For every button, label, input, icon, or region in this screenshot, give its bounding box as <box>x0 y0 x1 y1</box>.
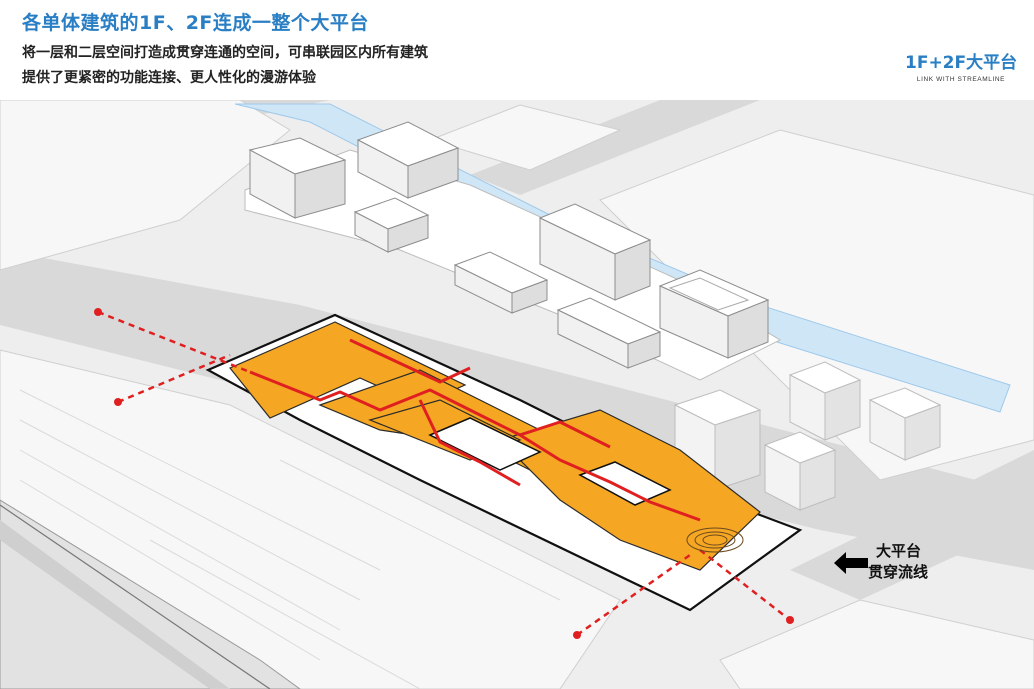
building-b <box>356 121 460 199</box>
building-e <box>538 203 652 301</box>
building-a <box>248 137 347 219</box>
badge-subtitle: LINK WITH STREAMLINE <box>916 76 1006 83</box>
legend-line-2: 贯穿流线 <box>868 563 929 581</box>
badge-title: 1F+2F大平台 <box>905 53 1018 73</box>
header: 各单体建筑的1F、2F连成一整个大平台 将一层和二层空间打造成贯穿连通的空间，可… <box>0 0 1034 100</box>
overpass <box>0 499 301 689</box>
north-buildings <box>248 121 770 369</box>
section-badge: 1F+2F大平台 LINK WITH STREAMLINE <box>905 48 1017 83</box>
building-c <box>353 197 430 253</box>
building-g <box>658 269 770 359</box>
subtitle-line-1: 将一层和二层空间打造成贯穿连通的空间，可串联园区内所有建筑 <box>22 45 428 61</box>
dashed-endpoints <box>94 308 794 639</box>
dashed-connections <box>97 310 791 637</box>
legend-line-1: 大平台 <box>876 542 922 560</box>
east-buildings <box>673 361 942 511</box>
courtyards <box>428 417 672 506</box>
contour-feature <box>686 527 744 553</box>
building-d <box>453 251 549 314</box>
field-stripes <box>19 389 561 689</box>
site-axonometric-diagram <box>0 100 1034 689</box>
page-title: 各单体建筑的1F、2F连成一整个大平台 <box>22 12 369 34</box>
building-f <box>556 297 662 369</box>
subtitle-line-2: 提供了更紧密的功能连接、更人性化的漫游体验 <box>22 70 316 86</box>
left-arrow-icon <box>834 552 868 574</box>
circulation-route <box>249 338 701 522</box>
